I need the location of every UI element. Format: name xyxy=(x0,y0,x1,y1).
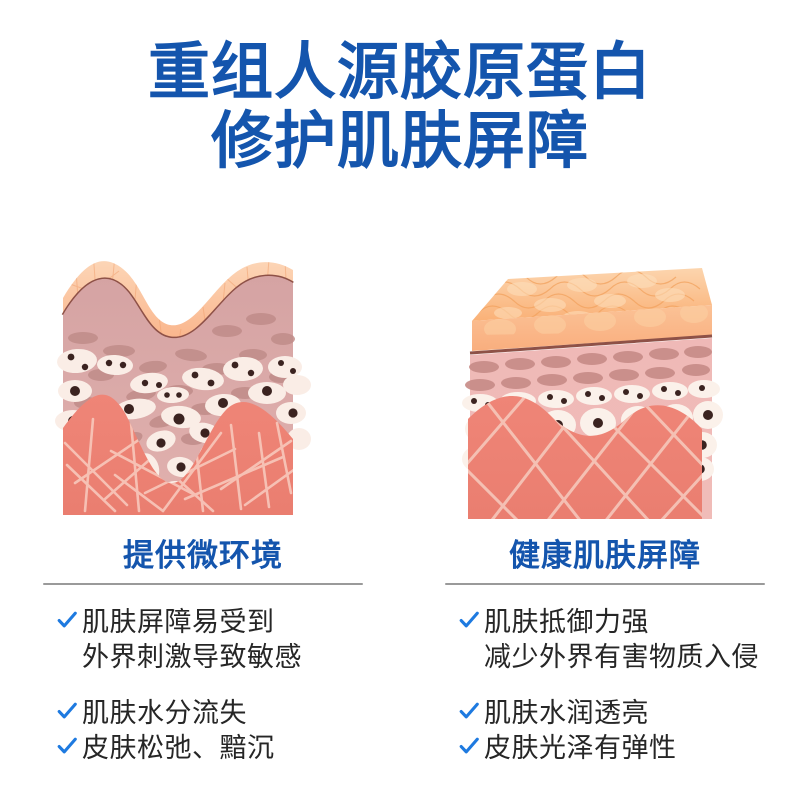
column-right-bullets: 肌肤抵御力强 减少外界有害物质入侵 肌肤水润透亮 xyxy=(440,605,770,765)
bullet-item: 肌肤水润透亮 xyxy=(458,696,770,731)
check-icon xyxy=(56,607,82,637)
illustration-row xyxy=(0,243,800,533)
column-left-divider xyxy=(43,583,363,585)
bullet-group: 肌肤屏障易受到 外界刺激导致敏感 xyxy=(56,605,368,674)
bullet-text: 皮肤光泽有弹性 xyxy=(484,732,677,763)
page-title: 重组人源胶原蛋白 修护肌肤屏障 xyxy=(0,38,800,177)
left-corneocyte-flecks xyxy=(68,313,295,446)
check-icon-placeholder xyxy=(56,642,82,672)
bullet-item: 皮肤松弛、黯沉 xyxy=(56,731,368,766)
right-dermis-layer xyxy=(468,395,702,519)
bullet-item-continuation: 减少外界有害物质入侵 xyxy=(458,640,770,675)
check-icon xyxy=(458,733,484,763)
bullet-text: 皮肤松弛、黯沉 xyxy=(82,732,275,763)
check-icon-placeholder xyxy=(458,642,484,672)
right-corneocyte-rows xyxy=(465,346,712,391)
left-collagen-fibers xyxy=(63,417,293,513)
left-epidermis-layer xyxy=(63,261,293,339)
bullet-group: 肌肤水分流失 皮肤松弛、黯沉 xyxy=(56,696,368,765)
column-left-bullets: 肌肤屏障易受到 外界刺激导致敏感 肌肤水分流失 xyxy=(38,605,368,765)
bullet-item-continuation: 外界刺激导致敏感 xyxy=(56,640,368,675)
column-right: 健康肌肤屏障 肌肤抵御力强 减少外界有害物质入侵 xyxy=(440,537,770,765)
bullet-text: 减少外界有害物质入侵 xyxy=(484,641,759,672)
bullet-item: 皮肤光泽有弹性 xyxy=(458,731,770,766)
bullet-text: 肌肤水润透亮 xyxy=(484,698,649,729)
page-title-line-2: 修护肌肤屏障 xyxy=(210,107,589,177)
bullet-text: 肌肤屏障易受到 xyxy=(82,607,275,637)
bullet-text: 外界刺激导致敏感 xyxy=(82,641,302,672)
right-dermo-epidermal-junction xyxy=(469,334,713,355)
feature-columns: 提供微环境 肌肤屏障易受到 外界刺激导致敏感 xyxy=(0,537,800,800)
healthy-skin-illustration xyxy=(450,243,750,533)
bullet-text: 肌肤水分流失 xyxy=(82,698,247,729)
check-icon xyxy=(56,733,82,763)
bullet-group: 肌肤水润透亮 皮肤光泽有弹性 xyxy=(458,696,770,765)
bullet-text: 肌肤抵御力强 xyxy=(484,607,649,637)
damaged-skin-illustration xyxy=(45,243,345,533)
bullet-group: 肌肤抵御力强 减少外界有害物质入侵 xyxy=(458,605,770,674)
page-title-line-1: 重组人源胶原蛋白 xyxy=(147,38,652,107)
bullet-item: 肌肤屏障易受到 xyxy=(56,605,368,640)
column-left-heading: 提供微环境 xyxy=(123,538,283,573)
column-right-divider xyxy=(445,583,765,585)
bullet-item: 肌肤水分流失 xyxy=(56,696,368,731)
column-right-heading: 健康肌肤屏障 xyxy=(509,538,701,573)
check-icon xyxy=(458,698,484,728)
column-left: 提供微环境 肌肤屏障易受到 外界刺激导致敏感 xyxy=(38,537,368,765)
bullet-item: 肌肤抵御力强 xyxy=(458,605,770,640)
check-icon xyxy=(458,607,484,637)
check-icon xyxy=(56,698,82,728)
